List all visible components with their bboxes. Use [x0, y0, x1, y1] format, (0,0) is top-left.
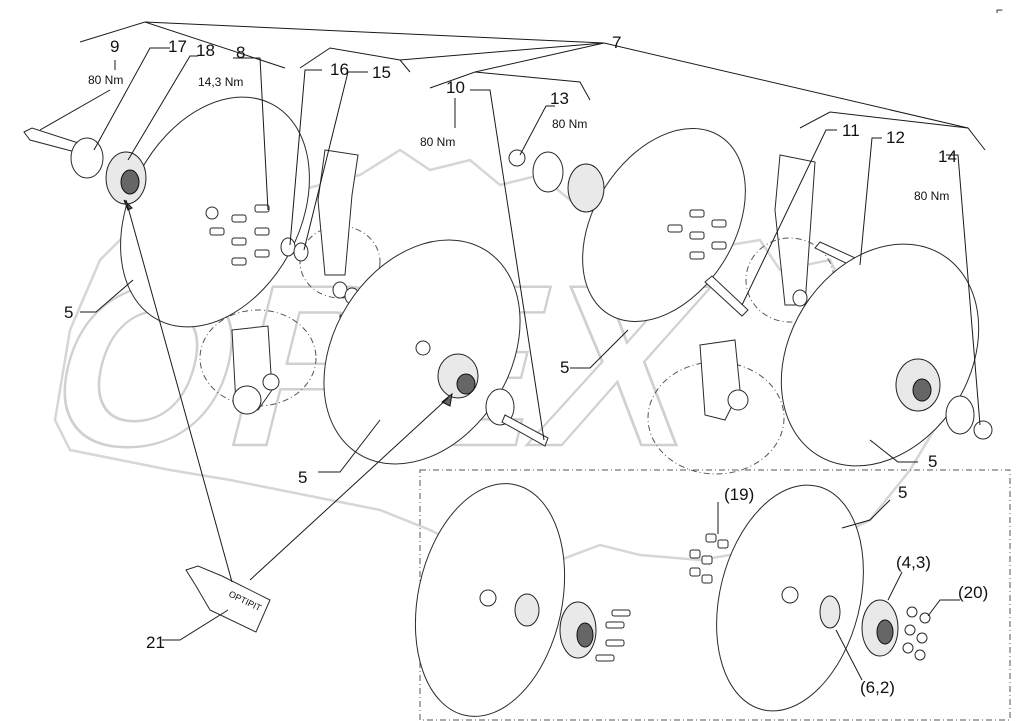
washer [792, 289, 808, 307]
hub-bore [876, 619, 894, 645]
callout-5-right: 5 [928, 452, 937, 471]
gauge-wheel-outline [647, 361, 785, 475]
bolt-set [667, 209, 727, 260]
torque-8: 14,3 Nm [198, 75, 243, 89]
arm-bolt [262, 373, 280, 391]
callout-12: 12 [886, 128, 905, 147]
torque-14: 80 Nm [914, 189, 949, 203]
grease-tube-21: OPTIPIT [185, 565, 271, 633]
callout-labels: 7 9 80 Nm 17 18 8 14,3 Nm 16 15 10 80 Nm… [64, 33, 988, 697]
shank [317, 149, 359, 276]
washer [945, 395, 975, 435]
bolt-set-8 [209, 204, 270, 266]
callout-5-detail: 5 [898, 483, 907, 502]
left-hub-parts [23, 127, 147, 211]
shank [774, 154, 816, 306]
torque-13: 80 Nm [552, 117, 587, 131]
washer-17 [70, 137, 104, 179]
corner-mark: ⌐ [996, 3, 1003, 17]
disc-hole [479, 589, 497, 607]
callout-19: (19) [724, 485, 754, 504]
nuts-20 [902, 606, 931, 661]
callout-14: 14 [938, 147, 957, 166]
washer-15 [293, 242, 309, 262]
callout-20: (20) [958, 583, 988, 602]
callout-7: 7 [612, 33, 621, 52]
callout-5-left: 5 [64, 303, 73, 322]
callout-16: 16 [330, 60, 349, 79]
callout-13: 13 [550, 89, 569, 108]
torque-10: 80 Nm [420, 135, 455, 149]
right-disc-assembly [780, 243, 993, 467]
bolt-set [595, 609, 631, 662]
disc-hole [415, 340, 431, 356]
bearing [514, 593, 540, 627]
bolts-19 [689, 533, 729, 584]
bearing-6-2 [819, 595, 841, 629]
torque-9: 80 Nm [88, 73, 123, 87]
callout-10: 10 [446, 78, 465, 97]
pointer-arrow [123, 199, 133, 211]
nut-13 [508, 149, 526, 167]
middle-lower-disc-assembly [323, 239, 549, 465]
callout-6-2: (6,2) [860, 678, 895, 697]
callout-7-leaders [79, 21, 986, 151]
middle-upper-disc-assembly [508, 128, 865, 475]
callout-21: 21 [146, 633, 165, 652]
washer-16 [280, 237, 296, 257]
pointer-arrow [441, 392, 453, 407]
callout-5-middle: 5 [298, 468, 307, 487]
bearing-seal [120, 169, 140, 195]
detail-view [414, 469, 1011, 721]
callout-9: 9 [110, 37, 119, 56]
callout-15: 15 [372, 63, 391, 82]
callout-18: 18 [196, 41, 215, 60]
arm-eye [727, 389, 749, 411]
disc-hole [781, 586, 799, 604]
callout-11: 11 [842, 121, 860, 140]
disc-blade [582, 128, 746, 322]
bolt-11 [704, 275, 749, 317]
arm-eye [232, 385, 262, 415]
hub-bore [576, 622, 594, 648]
bearing-hub [567, 163, 605, 213]
callout-4-3: (4,3) [896, 553, 931, 572]
bolt-10 [501, 414, 549, 447]
part-leaders [39, 47, 981, 681]
callout-17: 17 [168, 37, 187, 56]
disc-hole [205, 206, 219, 220]
bearing-seal [456, 373, 476, 395]
washer [532, 151, 564, 193]
tube-body [185, 565, 271, 633]
bearing-seal [912, 378, 932, 402]
callout-8: 8 [236, 43, 245, 62]
callout-5-center: 5 [560, 358, 569, 377]
nut-14 [973, 420, 993, 440]
